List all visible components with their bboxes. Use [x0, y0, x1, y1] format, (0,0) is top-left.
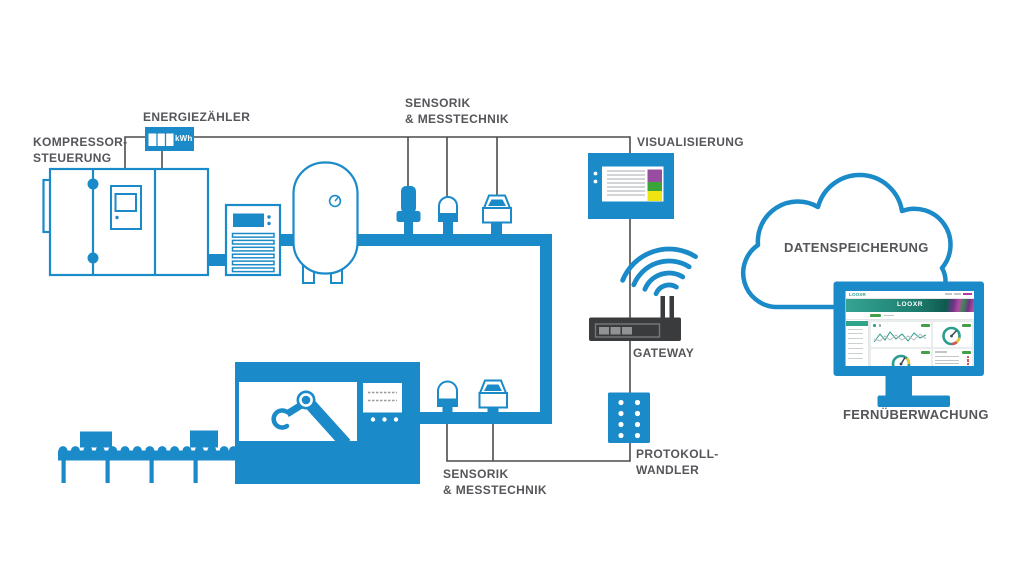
- energy-meter-unit: kWh: [175, 134, 193, 143]
- breadcrumb-badge: [870, 313, 881, 317]
- dashboard-banner: LOOXR: [846, 299, 974, 312]
- label-energiezaehler: ENERGIEZÄHLER: [143, 110, 251, 124]
- label-protokoll-wandler: PROTOKOLL- WANDLER: [636, 447, 719, 477]
- visualization-display-icon: [588, 153, 674, 219]
- sensor-icons-bottom: [437, 379, 508, 415]
- sensor-icons-top: [396, 186, 512, 236]
- protocol-converter-icon: [608, 392, 650, 443]
- label-sensorik-top: SENSORIK & MESSTECHNIK: [405, 96, 509, 126]
- sensor-dome-icon: [437, 380, 458, 413]
- remote-dashboard-screen: LOOXR LOOXR: [846, 291, 974, 366]
- sensor-dome-icon: [438, 196, 458, 236]
- line-chart-panel: [871, 322, 931, 347]
- dashboard-topbar-menu: [945, 293, 972, 295]
- dashboard-sidebar: [846, 320, 869, 366]
- gauge-panel-2: [871, 349, 931, 366]
- label-kompressor-steuerung: KOMPRESSOR- STEUERUNG: [33, 135, 128, 165]
- table-panel: [933, 349, 972, 366]
- sensor-trapezoid-icon: [482, 194, 512, 236]
- robot-cell-icon: [235, 362, 420, 484]
- banner-collage-image: [947, 299, 974, 312]
- label-sensorik-bottom: SENSORIK & MESSTECHNIK: [443, 467, 547, 497]
- dryer-icon: [224, 203, 282, 277]
- label-gateway: GATEWAY: [633, 346, 695, 360]
- label-datenspeicherung: DATENSPEICHERUNG: [784, 240, 929, 255]
- dashboard-breadcrumb-row: [846, 312, 974, 320]
- energy-meter-icon: [145, 127, 194, 151]
- label-visualisierung: VISUALISIERUNG: [637, 135, 744, 149]
- compressor-icon: [42, 167, 210, 277]
- dashboard-topbar: LOOXR: [846, 291, 974, 299]
- dashboard-logo: LOOXR: [849, 292, 867, 297]
- dashboard-panels: [869, 320, 974, 366]
- air-tank-icon: [292, 161, 359, 284]
- dashboard-banner-brand: LOOXR: [896, 301, 924, 308]
- gateway-icon: [589, 296, 681, 341]
- wifi-icon: [620, 246, 698, 297]
- sensor-trapezoid-icon: [478, 379, 508, 415]
- sidebar-active-item: [846, 321, 868, 326]
- label-fernueberwachung: FERNÜBERWACHUNG: [843, 407, 989, 422]
- sensor-probe-icon: [396, 186, 421, 236]
- cloud-icon: [740, 172, 953, 310]
- gauge-panel: [933, 322, 972, 347]
- conveyor-icon: [58, 430, 238, 483]
- compressed-air-pipes: [208, 234, 552, 424]
